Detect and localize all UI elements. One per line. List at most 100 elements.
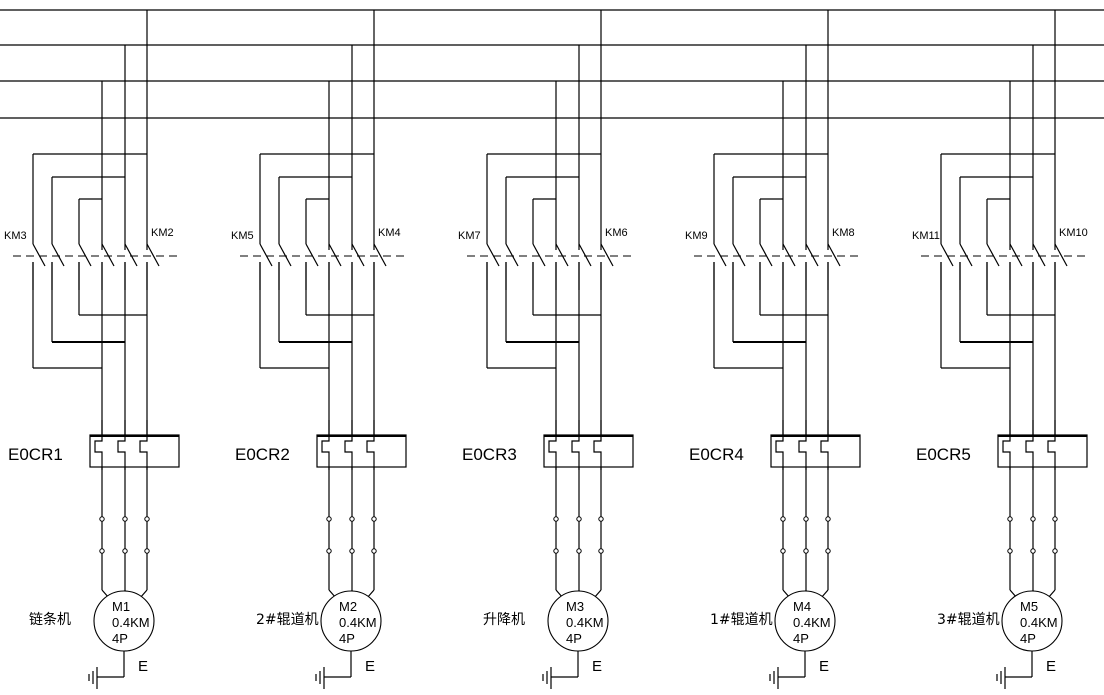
- terminal-icon: [326, 548, 332, 554]
- terminal-icon: [371, 548, 377, 554]
- contactor-blade: [146, 243, 160, 267]
- terminal-icon: [598, 548, 604, 554]
- terminal-icon: [99, 548, 105, 554]
- contactor-blade: [124, 243, 138, 267]
- reverse-contactor-label: KM7: [458, 230, 481, 242]
- motor-poles: 4P: [566, 631, 582, 646]
- terminal-icon: [1052, 516, 1058, 522]
- contactor-blade: [278, 243, 292, 267]
- terminal-icon: [803, 548, 809, 554]
- contactor-blade: [1054, 243, 1068, 267]
- contactor-blade: [713, 243, 727, 267]
- motor-id: M5: [1020, 599, 1038, 614]
- overload-relay-box: [316, 434, 407, 468]
- thermal-element-icon: [1002, 437, 1011, 470]
- contactor-blade: [827, 243, 841, 267]
- contactor-blade: [32, 243, 46, 267]
- contactor-blade: [940, 243, 954, 267]
- terminal-icon: [144, 516, 150, 522]
- contactor-blade: [373, 243, 387, 267]
- terminal-icon: [576, 516, 582, 522]
- machine-name-label: 2#辊道机: [256, 612, 319, 628]
- machine-name-label: 3#辊道机: [937, 612, 1000, 628]
- terminal-icon: [576, 548, 582, 554]
- motor-poles: 4P: [339, 631, 355, 646]
- machine-name-label: 升降机: [483, 612, 525, 628]
- reverse-contactor-label: KM11: [912, 230, 940, 242]
- motor-id: M2: [339, 599, 357, 614]
- motor-poles: 4P: [1020, 631, 1036, 646]
- motor-power: 0.4KM: [566, 615, 604, 630]
- contactor-blade: [305, 243, 319, 267]
- terminal-icon: [553, 516, 559, 522]
- forward-contactor-label: KM8: [832, 227, 855, 239]
- motor-power: 0.4KM: [339, 615, 377, 630]
- machine-name-label: 1#辊道机: [710, 612, 773, 628]
- contactor-blade: [1032, 243, 1046, 267]
- thermal-element-icon: [820, 437, 829, 470]
- thermal-element-icon: [775, 437, 784, 470]
- overload-relay-label: E0CR3: [462, 445, 517, 464]
- terminal-icon: [825, 516, 831, 522]
- terminal-icon: [780, 548, 786, 554]
- terminal-icon: [1030, 548, 1036, 554]
- terminal-icon: [326, 516, 332, 522]
- thermal-element-icon: [344, 437, 353, 470]
- ground-label: E: [819, 658, 829, 675]
- terminal-icon: [1052, 548, 1058, 554]
- reverse-contactor-label: KM9: [685, 230, 708, 242]
- terminal-icon: [598, 516, 604, 522]
- reverse-contactor-label: KM5: [231, 230, 254, 242]
- terminal-icon: [349, 516, 355, 522]
- contactor-blade: [486, 243, 500, 267]
- thermal-element-icon: [798, 437, 807, 470]
- contactor-blade: [532, 243, 546, 267]
- motor-poles: 4P: [112, 631, 128, 646]
- overload-relay-label: E0CR1: [8, 445, 63, 464]
- ground-icon: [996, 667, 1006, 689]
- contactor-blade: [555, 243, 569, 267]
- contactor-blade: [78, 243, 92, 267]
- contactor-blade: [759, 243, 773, 267]
- contactor-blade: [351, 243, 365, 267]
- overload-relay-box: [543, 434, 634, 468]
- overload-relay-box: [770, 434, 861, 468]
- power-bus: [0, 9, 1104, 119]
- ground-icon: [88, 667, 98, 689]
- contactor-blade: [986, 243, 1000, 267]
- motor-power: 0.4KM: [112, 615, 150, 630]
- terminal-icon: [144, 548, 150, 554]
- overload-relay-label: E0CR4: [689, 445, 744, 464]
- ground-label: E: [1046, 658, 1056, 675]
- thermal-element-icon: [117, 437, 126, 470]
- ground-icon: [542, 667, 552, 689]
- thermal-element-icon: [321, 437, 330, 470]
- machine-name-label: 链条机: [29, 611, 71, 628]
- terminal-icon: [99, 516, 105, 522]
- contactor-blade: [578, 243, 592, 267]
- contactor-blade: [782, 243, 796, 267]
- forward-contactor-label: KM10: [1059, 227, 1088, 239]
- contactor-blade: [328, 243, 342, 267]
- terminal-icon: [122, 548, 128, 554]
- motor-poles: 4P: [793, 631, 809, 646]
- thermal-element-icon: [139, 437, 148, 470]
- motor-power: 0.4KM: [793, 615, 831, 630]
- thermal-element-icon: [94, 437, 103, 470]
- ground-label: E: [138, 658, 148, 675]
- thermal-element-icon: [593, 437, 602, 470]
- contactor-blade: [51, 243, 65, 267]
- contactor-blade: [600, 243, 614, 267]
- forward-contactor-label: KM6: [605, 227, 628, 239]
- thermal-element-icon: [571, 437, 580, 470]
- terminal-icon: [371, 516, 377, 522]
- overload-relay-box: [89, 434, 180, 468]
- terminal-icon: [825, 548, 831, 554]
- contactor-blade: [505, 243, 519, 267]
